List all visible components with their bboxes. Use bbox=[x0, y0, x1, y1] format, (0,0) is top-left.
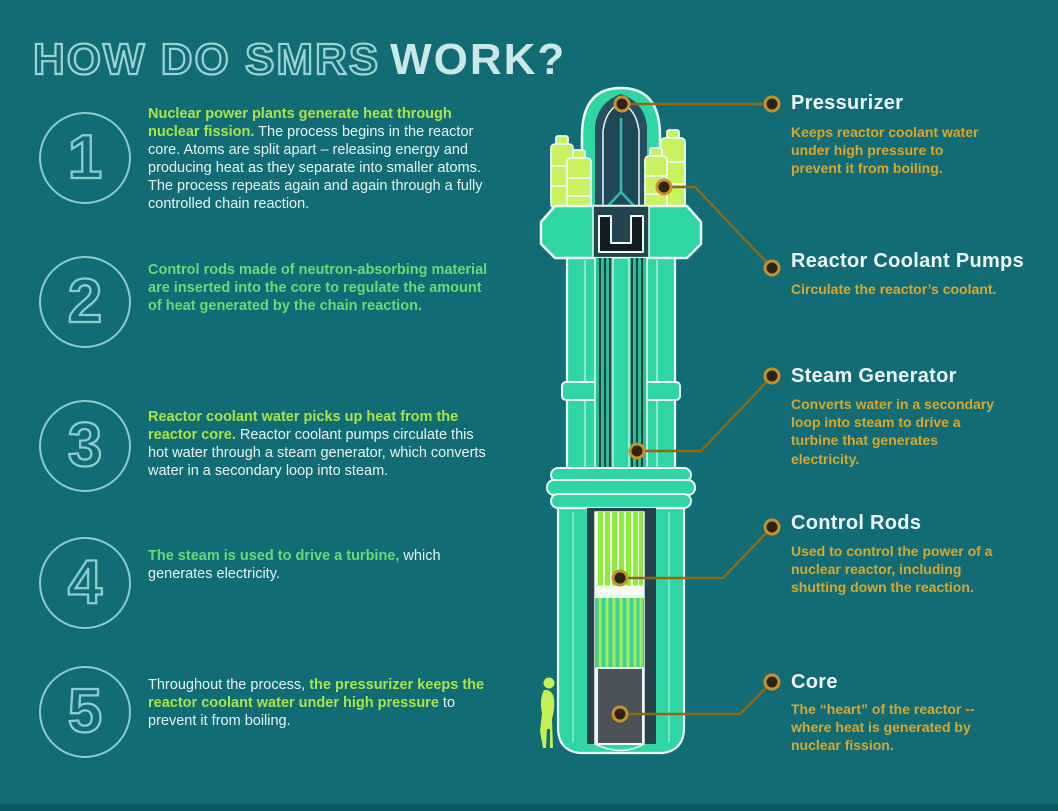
step-5-number: 5 bbox=[67, 677, 104, 746]
callout-title-coolant-pumps: Reactor Coolant Pumps bbox=[791, 250, 1024, 272]
reactor-lower-vessel bbox=[556, 506, 686, 755]
step-5-text: Throughout the process, the pressurizer … bbox=[148, 677, 492, 731]
step-2-highlight: Control rods made of neutron-absorbing m… bbox=[148, 262, 488, 314]
callout-lines bbox=[620, 102, 773, 716]
step-2-text: Control rods made of neutron-absorbing m… bbox=[148, 262, 492, 316]
callout-desc-core: The “heart” of the reactor -- where heat… bbox=[791, 701, 975, 754]
callout-desc-coolant-pumps: Circulate the reactor’s coolant. bbox=[791, 281, 997, 297]
step-5-highlight: the pressurizer keeps the reactor coolan… bbox=[148, 677, 485, 711]
title-outline-text: HOW DO SMRS bbox=[32, 34, 381, 85]
callout-desc-control-rods: Used to control the power of a nuclear r… bbox=[791, 543, 993, 596]
callout-desc-pressurizer: Keeps reactor coolant water under high p… bbox=[791, 124, 979, 177]
step-3-highlight: Reactor coolant water picks up heat from… bbox=[148, 409, 459, 443]
step-1-highlight: Nuclear power plants generate heat throu… bbox=[148, 106, 452, 140]
step-2-number: 2 bbox=[67, 267, 104, 336]
callout-title-pressurizer: Pressurizer bbox=[791, 92, 904, 114]
step-1-text: Nuclear power plants generate heat throu… bbox=[148, 106, 492, 214]
callout-line-control-rods bbox=[620, 526, 773, 580]
callout-dots bbox=[611, 95, 781, 723]
step-1-number-badge: 1 bbox=[39, 112, 131, 204]
reactor-flange bbox=[539, 204, 703, 260]
step-4-number: 4 bbox=[67, 548, 104, 617]
reactor-upper-column bbox=[561, 256, 681, 472]
step-3-number-badge: 3 bbox=[39, 400, 131, 492]
callout-title-steam-generator: Steam Generator bbox=[791, 365, 957, 387]
callout-line-coolant-pumps bbox=[664, 185, 773, 269]
smr-reactor-diagram bbox=[539, 86, 781, 755]
bottom-edge-strip bbox=[0, 804, 1058, 811]
step-3-rest: Reactor coolant pumps circulate this hot… bbox=[148, 426, 486, 479]
step-2-number-badge: 2 bbox=[39, 256, 131, 348]
step-4-text: The steam is used to drive a turbine, wh… bbox=[148, 548, 492, 584]
step-5-prefix: Throughout the process, bbox=[148, 677, 310, 693]
step-4-number-badge: 4 bbox=[39, 537, 131, 629]
callout-title-core: Core bbox=[791, 671, 838, 693]
human-figure-scale bbox=[540, 677, 555, 748]
callout-desc-steam-generator: Converts water in a secondary loop into … bbox=[791, 396, 995, 467]
step-4-rest: which generates electricity. bbox=[148, 548, 441, 582]
step-3-text: Reactor coolant water picks up heat from… bbox=[148, 409, 492, 481]
step-5-rest: to prevent it from boiling. bbox=[148, 694, 456, 729]
callout-line-core bbox=[620, 681, 773, 716]
step-4-highlight: The steam is used to drive a turbine, bbox=[148, 548, 400, 564]
reactor-dome bbox=[580, 86, 662, 234]
step-3-number: 3 bbox=[67, 411, 104, 480]
core-block-graphic bbox=[596, 667, 644, 745]
step-1-number: 1 bbox=[67, 123, 104, 192]
title-solid-text: WORK? bbox=[390, 35, 567, 85]
reactor-ribbed-flange bbox=[546, 467, 696, 509]
step-5-number-badge: 5 bbox=[39, 666, 131, 758]
callout-line-steam-generator bbox=[637, 375, 773, 453]
callout-title-control-rods: Control Rods bbox=[791, 512, 922, 534]
step-1-rest: The process begins in the reactor core. … bbox=[148, 123, 483, 212]
control-rods-graphic bbox=[598, 512, 643, 588]
